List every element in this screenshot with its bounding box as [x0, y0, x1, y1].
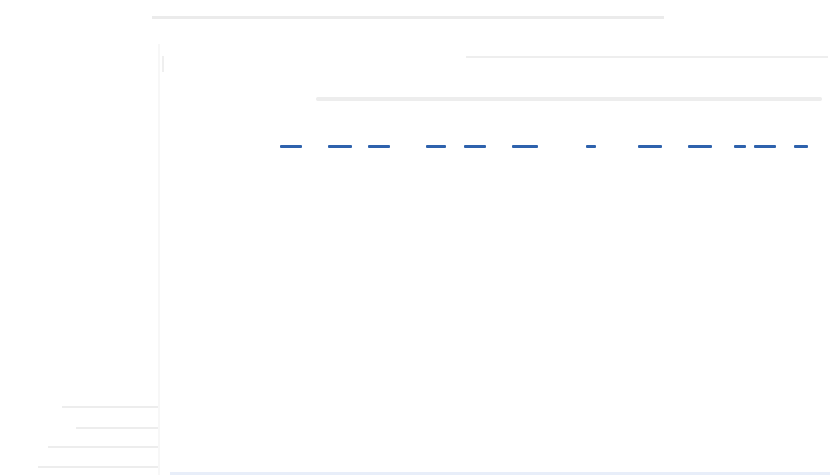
input-field-12[interactable] — [794, 145, 808, 148]
tab-bar[interactable] — [316, 97, 822, 101]
input-field-4[interactable] — [426, 145, 446, 148]
input-field-11[interactable] — [754, 145, 776, 148]
input-field-3[interactable] — [368, 145, 390, 148]
panel-border — [162, 56, 164, 72]
input-field-2[interactable] — [328, 145, 352, 148]
sidebar-item-3[interactable] — [48, 446, 158, 448]
input-field-10[interactable] — [734, 145, 746, 148]
input-field-5[interactable] — [464, 145, 486, 148]
sidebar-item-2[interactable] — [76, 427, 158, 429]
panel-footer — [170, 472, 830, 475]
panel-top-border — [466, 56, 828, 58]
sidebar-footer-rule — [38, 466, 158, 468]
input-field-7[interactable] — [586, 145, 596, 148]
input-field-8[interactable] — [638, 145, 662, 148]
table-row — [182, 138, 812, 152]
input-field-6[interactable] — [512, 145, 538, 148]
sidebar — [0, 40, 160, 475]
header-divider — [152, 16, 664, 19]
sidebar-divider — [158, 44, 160, 475]
input-field-1[interactable] — [280, 145, 302, 148]
sidebar-item-1[interactable] — [62, 406, 158, 408]
input-field-9[interactable] — [688, 145, 712, 148]
